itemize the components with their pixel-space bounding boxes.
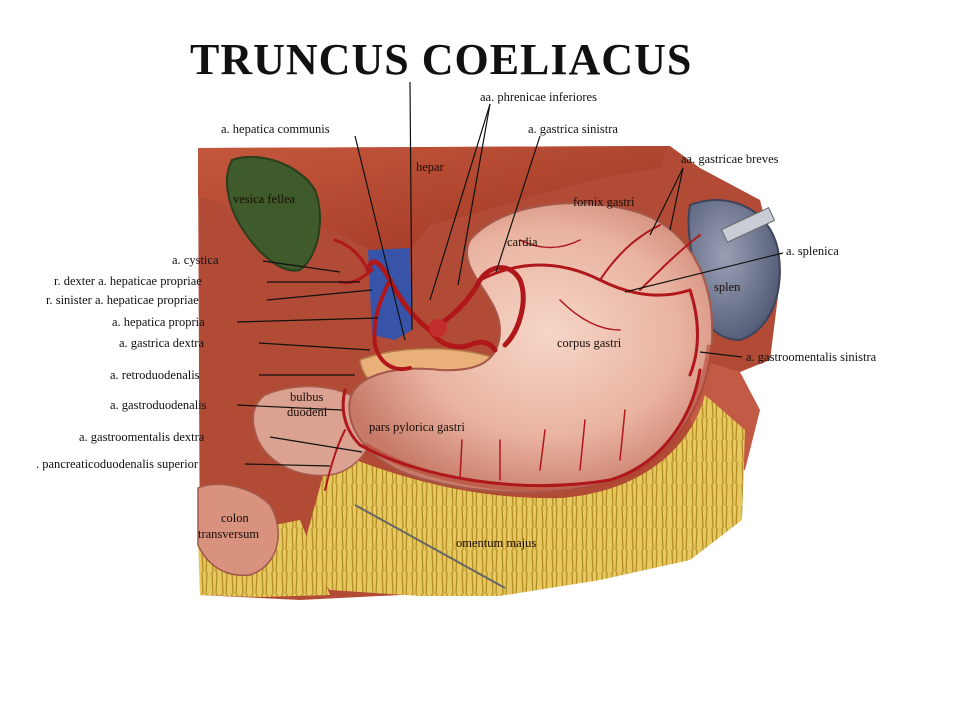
label-phrenicae-inferiores: aa. phrenicae inferiores bbox=[480, 90, 597, 104]
label-splenica: a. splenica bbox=[786, 244, 839, 258]
portal-vein bbox=[368, 248, 412, 340]
label-bulbus: bulbus bbox=[290, 390, 324, 404]
gallbladder bbox=[225, 155, 321, 272]
omentum-majus bbox=[300, 395, 745, 596]
label-corpus-gastri: corpus gastri bbox=[557, 336, 622, 350]
liver bbox=[198, 146, 668, 255]
label-omentum-majus: omentum majus bbox=[456, 536, 537, 550]
forceps-icon bbox=[720, 207, 776, 243]
label-pancreaticoduodenalis: . pancreaticoduodenalis superior bbox=[36, 457, 199, 471]
label-cystica: a. cystica bbox=[172, 253, 219, 267]
label-duodeni: duodeni bbox=[287, 405, 328, 419]
page-title: TRUNCUS COELIACUS bbox=[190, 35, 693, 84]
label-transversum: transversum bbox=[198, 527, 260, 541]
label-vesica-fellea: vesica fellea bbox=[233, 192, 296, 206]
label-gastrica-sinistra: a. gastrica sinistra bbox=[528, 122, 618, 136]
label-hepatica-communis: a. hepatica communis bbox=[221, 122, 330, 136]
label-hepatica-propria: a. hepatica propria bbox=[112, 315, 205, 329]
label-retroduodenalis: a. retroduodenalis bbox=[110, 368, 200, 382]
label-gastroomentalis-dextra: a. gastroomentalis dextra bbox=[79, 430, 205, 444]
label-colon: colon bbox=[221, 511, 249, 525]
label-gastricae-breves: aa. gastricae breves bbox=[681, 152, 779, 166]
label-fornix-gastri: fornix gastri bbox=[573, 195, 635, 209]
label-sinister-hepaticae: r. sinister a. hepaticae propriae bbox=[46, 293, 199, 307]
label-hepar: hepar bbox=[416, 160, 444, 174]
label-cardia: cardia bbox=[507, 235, 538, 249]
colon-transversum bbox=[197, 483, 279, 577]
label-dexter-hepaticae: r. dexter a. hepaticae propriae bbox=[54, 274, 202, 288]
label-gastrica-dextra: a. gastrica dextra bbox=[119, 336, 205, 350]
label-pars-pylorica: pars pylorica gastri bbox=[369, 420, 465, 434]
label-gastroomentalis-sinistra: a. gastroomentalis sinistra bbox=[746, 350, 877, 364]
label-splen: splen bbox=[714, 280, 741, 294]
label-gastroduodenalis: a. gastroduodenalis bbox=[110, 398, 207, 412]
leader-lines bbox=[236, 81, 784, 467]
probe bbox=[354, 504, 506, 589]
